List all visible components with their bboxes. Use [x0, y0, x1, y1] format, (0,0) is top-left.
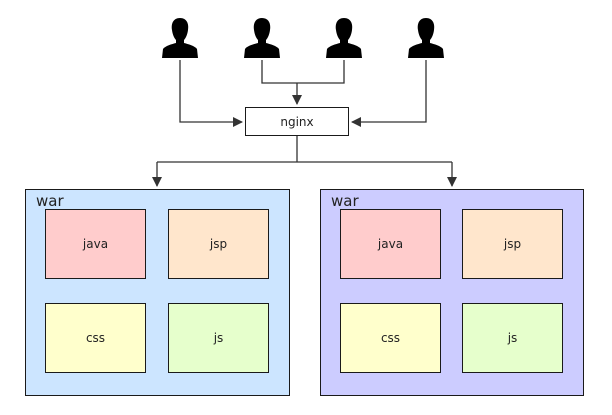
- war-container: war java jsp css js: [25, 189, 290, 396]
- user-icon: [162, 18, 198, 58]
- edge-user2-merge: [261, 60, 345, 84]
- user-icon: [326, 18, 362, 58]
- cell-label: java: [82, 237, 109, 251]
- war-cell-jsp: jsp: [462, 209, 563, 279]
- nginx-label: nginx: [280, 114, 314, 129]
- cell-label: jsp: [209, 237, 228, 251]
- cell-label: jsp: [503, 237, 522, 251]
- war-cell-js: js: [462, 303, 563, 373]
- cell-label: js: [507, 331, 518, 345]
- edge-nginx-split: [157, 136, 452, 163]
- edge-user4-nginx: [351, 60, 427, 127]
- war-cell-java: java: [45, 209, 146, 279]
- cell-label: css: [85, 331, 106, 345]
- cell-label: java: [377, 237, 404, 251]
- war-label: war: [36, 192, 64, 210]
- war-cell-java: java: [340, 209, 441, 279]
- user-icon: [244, 18, 280, 58]
- edge-user1-nginx: [179, 60, 243, 127]
- user-icon: [408, 18, 444, 58]
- cell-label: js: [213, 331, 224, 345]
- war-cell-js: js: [168, 303, 269, 373]
- war-cell-css: css: [45, 303, 146, 373]
- war-cell-css: css: [340, 303, 441, 373]
- war-label: war: [331, 192, 359, 210]
- cell-label: css: [380, 331, 401, 345]
- war-container: war java jsp css js: [320, 189, 584, 396]
- war-cell-jsp: jsp: [168, 209, 269, 279]
- nginx-node: nginx: [245, 107, 349, 136]
